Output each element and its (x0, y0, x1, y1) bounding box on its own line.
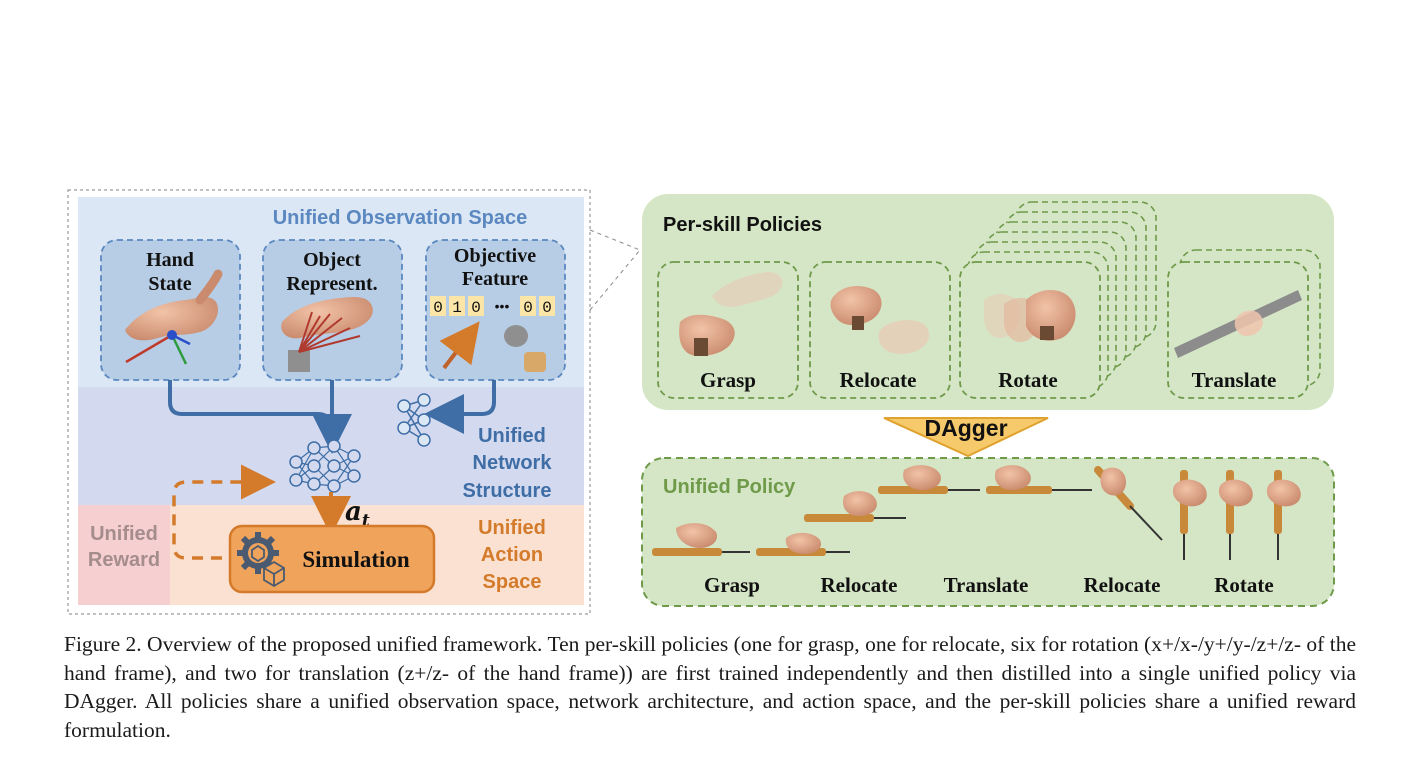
screwdriver-step-4 (878, 465, 980, 494)
unified-policy-title: Unified Policy (663, 476, 796, 498)
object-represent-label-2: Represent. (286, 273, 377, 295)
action-symbol: at (345, 497, 370, 531)
sequence-label-rotate: Rotate (1214, 573, 1273, 597)
left-panel: Unified Observation Space Hand State Obj… (67, 189, 591, 615)
observation-connectors (168, 380, 496, 454)
skill-label-rotate: Rotate (998, 368, 1057, 392)
skill-card-rotate: Rotate (959, 201, 1157, 399)
simulation-box: Simulation (228, 524, 436, 594)
small-network-icon (397, 393, 431, 447)
screwdriver-step-7 (1172, 470, 1207, 560)
skill-label-grasp: Grasp (700, 368, 756, 392)
object-represent-box: Object Represent. (262, 239, 403, 381)
unified-policy-sequence (652, 465, 1301, 560)
screwdriver-step-2 (756, 532, 850, 556)
bit-ellipsis: ••• (495, 298, 510, 314)
bit-1: 1 (452, 299, 462, 317)
objective-feature-label-1: Objective (454, 245, 536, 267)
unified-policy-panel (641, 457, 1335, 607)
hand-state-label-1: Hand (146, 249, 194, 271)
hand-state-label-2: State (148, 273, 191, 295)
per-skill-title: Per-skill Policies (663, 214, 822, 236)
policy-network-icon (289, 439, 361, 493)
action-label-2: Action (481, 544, 543, 566)
objective-feature-label-2: Feature (462, 268, 528, 290)
reward-band (78, 505, 170, 605)
figure-caption: Figure 2. Overview of the proposed unifi… (64, 632, 1356, 742)
screwdriver-step-8 (1218, 470, 1253, 560)
observation-title: Unified Observation Space (273, 207, 528, 229)
right-panel: Per-skill Policies Grasp Relocate (641, 194, 1335, 607)
bit-0: 0 (433, 299, 443, 317)
reward-label-2: Reward (88, 549, 160, 571)
sequence-label-relocate-2: Relocate (1084, 573, 1161, 597)
cylinder-object-icon (524, 352, 546, 372)
dagger-arrow: DAgger (883, 415, 1049, 458)
network-label-1: Unified (478, 425, 546, 447)
network-label-2: Network (473, 452, 553, 474)
sequence-label-relocate-1: Relocate (821, 573, 898, 597)
direction-arrow-icon (439, 321, 480, 370)
action-label-3: Space (483, 571, 542, 593)
skill-label-relocate: Relocate (840, 368, 917, 392)
screwdriver-step-9 (1266, 470, 1301, 560)
hand-state-box: Hand State (100, 239, 241, 381)
skill-card-translate: Translate (1167, 249, 1321, 399)
network-label-3: Structure (463, 480, 552, 502)
reward-loop-arrow (172, 464, 276, 560)
gray-object-icon (504, 325, 528, 347)
simulation-label: Simulation (302, 547, 410, 572)
skill-card-relocate: Relocate (809, 261, 951, 399)
screwdriver-step-1 (652, 523, 750, 556)
object-image (281, 296, 373, 372)
reward-label-1: Unified (90, 523, 158, 545)
skill-label-translate: Translate (1192, 368, 1277, 392)
screwdriver-step-5 (986, 465, 1092, 494)
gear-icon (237, 532, 279, 574)
bit-2: 0 (471, 299, 481, 317)
screwdriver-step-6 (1094, 466, 1163, 541)
sequence-label-grasp: Grasp (704, 573, 760, 597)
skill-card-grasp: Grasp (657, 261, 799, 399)
action-label-1: Unified (478, 517, 546, 539)
zoom-connector (589, 229, 641, 311)
screwdriver-step-3 (804, 491, 906, 522)
boxes-icon (263, 560, 285, 588)
bit-5: 0 (542, 299, 552, 317)
dagger-label: DAgger (924, 415, 1007, 441)
hand-image (125, 269, 223, 365)
bit-4: 0 (523, 299, 533, 317)
object-represent-label-1: Object (303, 249, 361, 271)
objective-feature-box: Objective Feature 0 1 0 ••• 0 0 (425, 239, 566, 381)
sequence-label-translate: Translate (944, 573, 1029, 597)
bit-vector: 0 1 0 ••• 0 0 (430, 296, 555, 317)
action-subscript: t (362, 511, 370, 531)
